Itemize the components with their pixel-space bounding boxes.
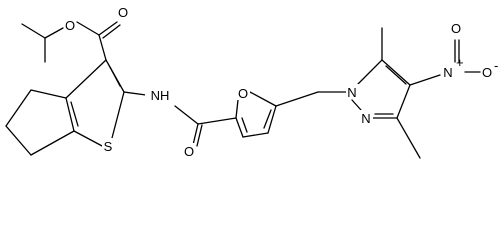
bond — [385, 65, 407, 85]
label-mask — [64, 17, 76, 32]
bond — [381, 59, 411, 86]
pyrazole-n1-label: N — [347, 85, 356, 100]
bond — [242, 132, 269, 138]
ester-oxygen-label: O — [65, 18, 75, 33]
amide-oxygen-label: O — [184, 144, 194, 159]
bond — [357, 59, 383, 85]
amide-nh-label: NH — [151, 88, 170, 103]
bond — [65, 59, 107, 99]
bond — [241, 117, 248, 133]
bond — [174, 105, 199, 125]
bond — [409, 74, 441, 86]
bond — [70, 101, 79, 127]
bond — [30, 130, 75, 156]
bond — [111, 91, 125, 139]
bond — [109, 66, 121, 87]
bond — [396, 117, 421, 159]
bond — [21, 23, 46, 39]
bond — [73, 130, 105, 148]
bond — [396, 84, 411, 119]
furan-oxygen-label: O — [238, 86, 248, 101]
atom-labels: O O NH S O O N N N + O O - — [64, 4, 498, 159]
label-mask — [360, 110, 373, 125]
bond — [5, 89, 32, 127]
label-mask — [441, 64, 455, 79]
label-mask — [183, 143, 195, 158]
label-mask — [450, 20, 463, 35]
bond — [30, 89, 67, 99]
bond — [197, 117, 237, 125]
bond-lines — [5, 21, 481, 159]
bond — [98, 21, 118, 36]
pyrazole-n2-label: N — [361, 111, 370, 126]
label-mask — [117, 4, 129, 19]
label-mask — [145, 86, 175, 103]
bond — [196, 124, 203, 147]
bond — [102, 24, 121, 39]
bond — [235, 117, 244, 138]
label-mask — [102, 138, 115, 153]
bond — [5, 125, 32, 156]
bond — [249, 91, 277, 107]
bond — [235, 99, 239, 119]
nitro-nitrogen-label: N — [443, 65, 452, 80]
nitro-oxygen-double-label: O — [451, 21, 461, 36]
bond — [98, 34, 107, 61]
bond — [123, 91, 147, 96]
thiophene-sulfur-label: S — [104, 139, 113, 154]
label-mask — [237, 85, 250, 100]
bond — [192, 123, 199, 146]
bond — [351, 99, 362, 111]
label-mask — [481, 64, 494, 79]
nitro-oxygen-charge: - — [494, 58, 498, 73]
molecule-structure-drawing: O O NH S O O N N N + O O - — [5, 4, 498, 159]
bond — [44, 27, 64, 39]
nitro-nitrogen-charge: + — [456, 55, 464, 70]
carbonyl-oxygen-label: O — [118, 5, 128, 20]
bond — [267, 105, 277, 134]
bond — [263, 109, 272, 129]
label-mask — [346, 84, 359, 99]
nitro-oxygen-single-label: O — [482, 65, 492, 80]
bond — [275, 91, 319, 107]
bond — [65, 97, 75, 132]
bond — [76, 21, 100, 36]
